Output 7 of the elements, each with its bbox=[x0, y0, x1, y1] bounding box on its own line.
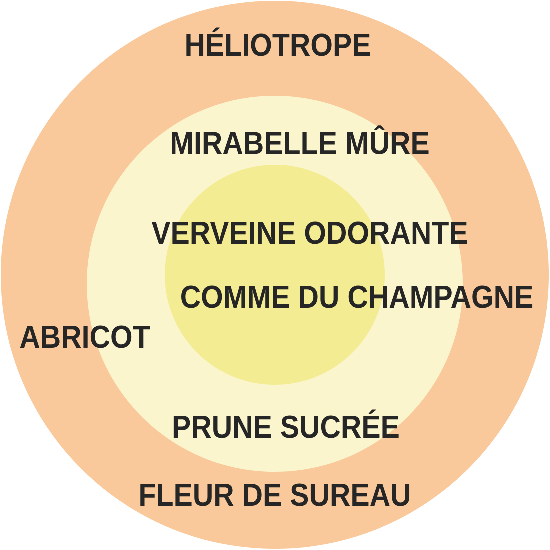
text-label: PRUNE SUCRÉE bbox=[174, 410, 399, 438]
text-label: MIRABELLE MÛRE bbox=[172, 126, 429, 154]
text-label: VERVEINE ODORANTE bbox=[152, 222, 468, 244]
text-label: FLEUR DE SUREAU bbox=[140, 484, 410, 506]
text-label: ABRICOT bbox=[20, 326, 150, 348]
text-label: COMME DU CHAMPAGNE bbox=[182, 286, 533, 308]
text-label: HÉLIOTROPE bbox=[186, 28, 370, 56]
